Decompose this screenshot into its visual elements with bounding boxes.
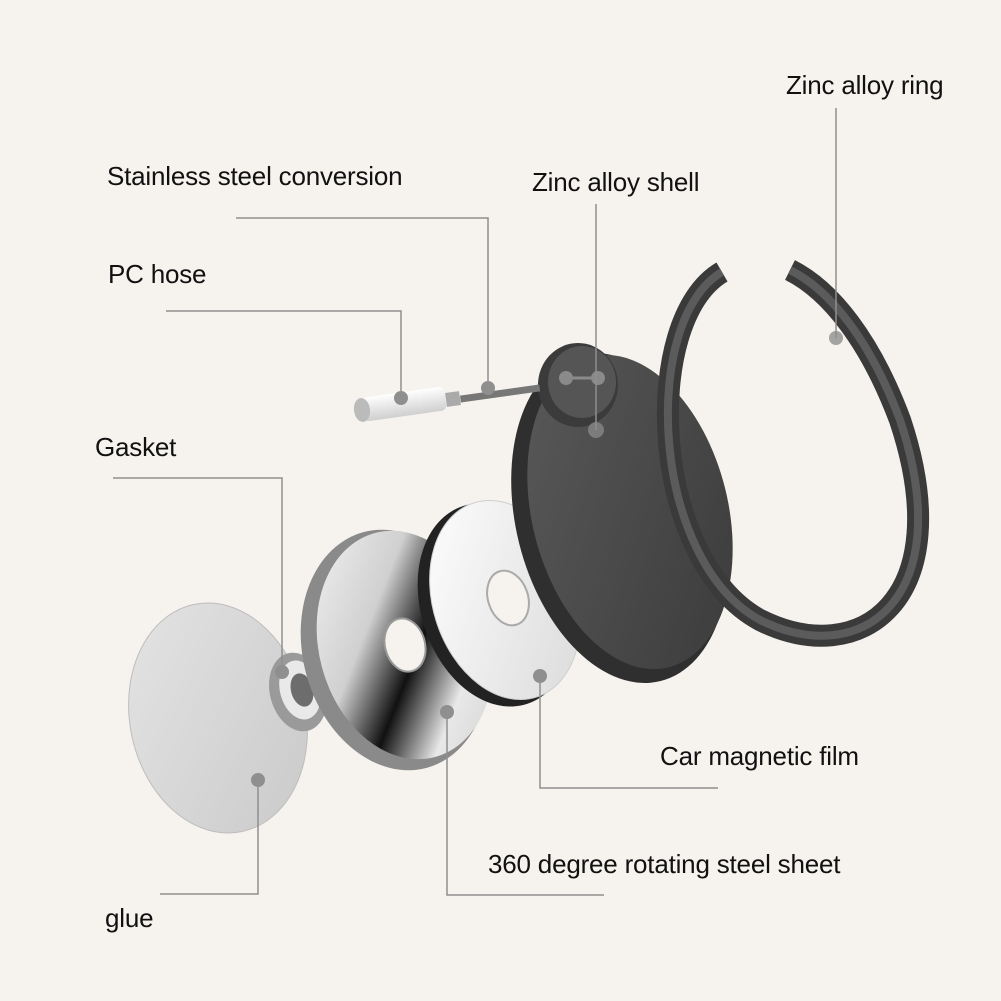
- leader-lines: [113, 108, 837, 896]
- label-zinc-alloy-ring: Zinc alloy ring: [786, 70, 944, 100]
- zinc-alloy-ring-part: [656, 260, 929, 647]
- label-glue: glue: [105, 903, 154, 933]
- label-gasket: Gasket: [95, 432, 177, 462]
- leader-dots: [251, 331, 843, 787]
- label-rotating-steel-sheet: 360 degree rotating steel sheet: [488, 849, 841, 879]
- label-pc-hose: PC hose: [108, 259, 207, 289]
- label-car-magnetic-film: Car magnetic film: [660, 741, 859, 771]
- label-zinc-alloy-shell: Zinc alloy shell: [532, 167, 700, 197]
- label-stainless-steel-conversion: Stainless steel conversion: [107, 161, 403, 191]
- stainless-steel-conversion-part: [445, 384, 541, 407]
